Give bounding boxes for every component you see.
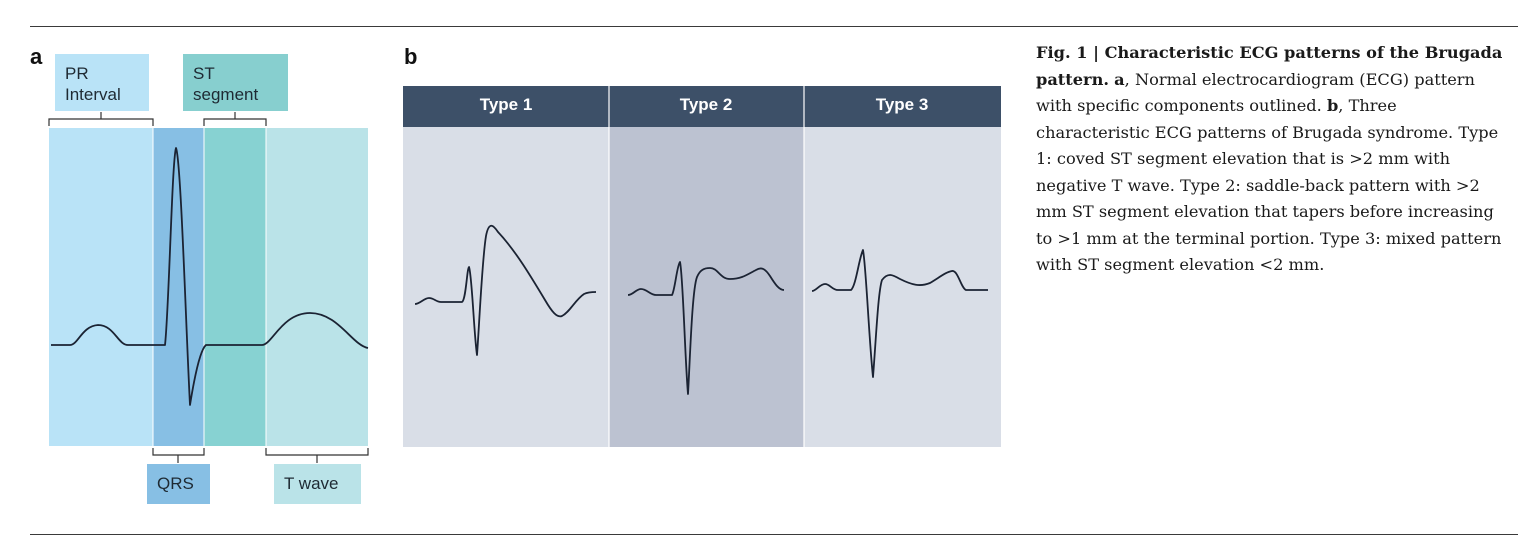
t-wave-label-text: T wave — [284, 474, 339, 493]
normal-ecg-trace — [51, 147, 369, 406]
qrs-bracket — [152, 448, 205, 463]
qrs-zone — [153, 128, 204, 446]
qrs-label: QRS — [147, 464, 210, 504]
caption-title: Characteristic ECG patterns of the Bruga… — [1036, 43, 1503, 89]
panel-a-letter: a — [30, 44, 43, 69]
caption-a-letter: a — [1114, 69, 1125, 89]
pr-label-line1: PR — [65, 64, 89, 83]
type-header-bar — [403, 86, 1001, 127]
bottom-rule — [30, 534, 1518, 535]
t-wave-bracket — [265, 448, 369, 463]
pr-label-line2: Interval — [65, 85, 121, 104]
st-segment-label: ST segment — [183, 54, 288, 111]
caption-fig-label: Fig. 1 | — [1036, 43, 1105, 62]
qrs-label-text: QRS — [157, 474, 194, 493]
t-wave-label: T wave — [274, 464, 361, 504]
st-zone — [204, 128, 266, 446]
t-zone — [266, 128, 368, 446]
type3-header-label: Type 3 — [876, 95, 929, 114]
type2-panel — [609, 127, 804, 447]
type2-header-label: Type 2 — [680, 95, 733, 114]
type1-ecg-trace — [414, 224, 597, 356]
type1-header-label: Type 1 — [480, 95, 533, 114]
panel-b-letter: b — [404, 44, 418, 69]
caption-b-letter: b — [1326, 96, 1339, 115]
caption-a-text: , Normal electrocardiogram (ECG) pattern… — [1036, 69, 1475, 116]
st-label-line2: segment — [193, 85, 259, 104]
top-rule — [30, 26, 1518, 27]
caption-b-text: , Three characteristic ECG patterns of B… — [1036, 96, 1502, 274]
type2-ecg-trace — [627, 261, 785, 395]
st-bracket — [203, 112, 267, 126]
type1-panel — [403, 127, 609, 447]
type3-ecg-trace — [811, 249, 988, 378]
pr-bracket — [48, 112, 154, 126]
figure-caption: Fig. 1 | Characteristic ECG patterns of … — [1036, 40, 1506, 279]
pr-zone — [49, 128, 153, 446]
st-label-line1: ST — [193, 64, 215, 83]
type3-panel — [804, 127, 1001, 447]
pr-interval-label: PR Interval — [55, 54, 149, 111]
